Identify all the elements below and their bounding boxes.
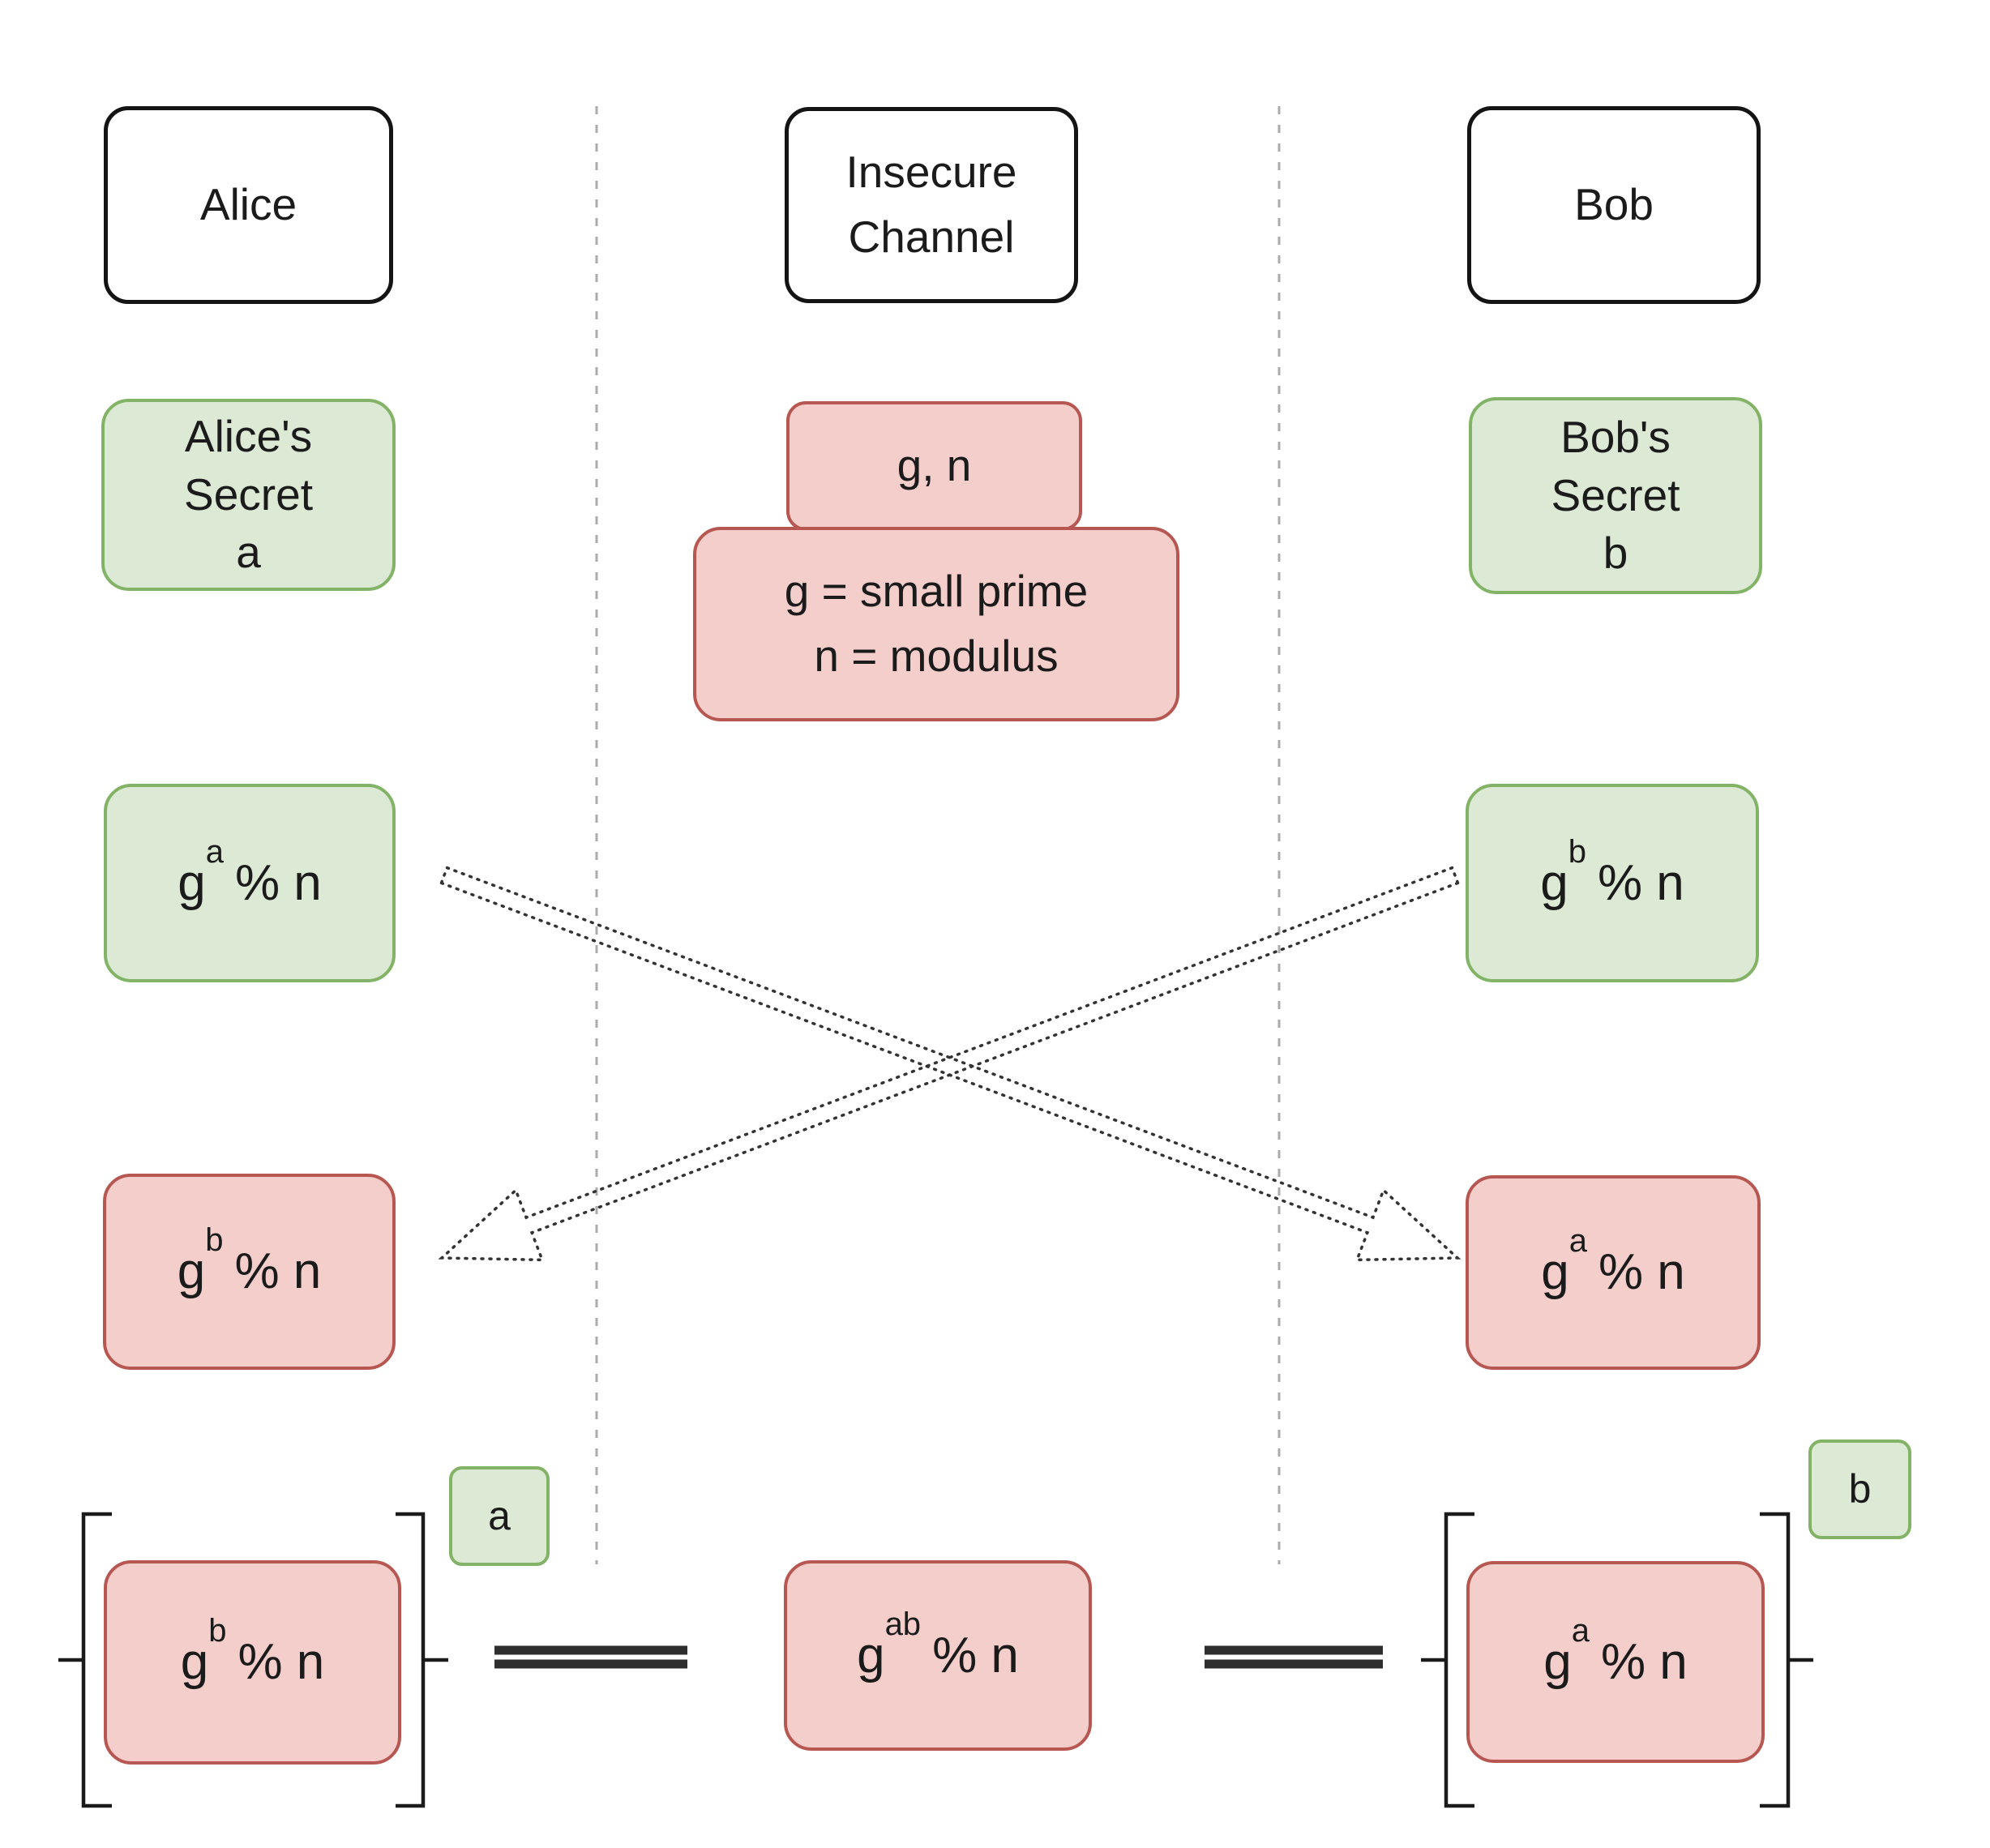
alice-result-formula: gb % n: [180, 1615, 325, 1690]
formula-exponent: a: [1568, 1223, 1587, 1260]
alice-public-formula: ga % n: [178, 836, 322, 911]
formula-rest: % n: [1598, 1244, 1685, 1300]
formula-exponent: a: [1571, 1612, 1590, 1649]
channel-public-params-box: g, n: [786, 401, 1082, 531]
alice-header-box: Alice: [104, 106, 393, 304]
channel-note-line2: n = modulus: [814, 631, 1059, 681]
alice-header-label: Alice: [199, 179, 297, 230]
formula-rest: % n: [234, 1243, 322, 1299]
exchange-arrow-alice-to-bob: [439, 866, 1461, 1262]
bob-header-label: Bob: [1574, 179, 1654, 230]
shared-secret-box: gab % n: [784, 1560, 1092, 1751]
bob-secret-line1: Bob's: [1560, 412, 1671, 463]
bob-public-formula: gb % n: [1540, 836, 1684, 911]
bob-result-box: ga % n: [1466, 1561, 1765, 1763]
bob-result-formula: ga % n: [1543, 1615, 1688, 1690]
formula-base: g: [1541, 1244, 1569, 1300]
equals-right-text: =: [0, 0, 1, 1]
formula-exponent: ab: [884, 1606, 922, 1642]
alice-received-value-box: gb % n: [103, 1174, 396, 1370]
formula-rest: % n: [238, 1634, 325, 1690]
bob-header-box: Bob: [1467, 106, 1761, 304]
channel-params-note-box: g = small prime n = modulus: [693, 527, 1179, 721]
bob-secret-line2: Secret: [1551, 469, 1680, 520]
formula-base: g: [1540, 854, 1568, 911]
alice-exponent-label: a: [488, 1493, 511, 1538]
bob-public-value-box: gb % n: [1466, 784, 1759, 982]
equals-left-text: =: [0, 0, 1, 1]
formula-rest: % n: [932, 1627, 1019, 1683]
bob-secret-line3: b: [1603, 528, 1628, 579]
formula-rest: % n: [1600, 1633, 1688, 1690]
alice-received-formula: gb % n: [178, 1224, 322, 1297]
formula-exponent: b: [205, 1222, 224, 1259]
alice-exponent-badge: a: [449, 1466, 550, 1566]
channel-note-line1: g = small prime: [784, 566, 1089, 617]
alice-secret-line3: a: [236, 527, 261, 578]
formula-exponent: a: [205, 833, 224, 870]
bob-exponent-badge: b: [1808, 1439, 1911, 1539]
formula-rest: % n: [1597, 854, 1684, 911]
formula-base: g: [1543, 1633, 1572, 1690]
alice-secret-line1: Alice's: [184, 411, 313, 462]
alice-result-box: gb % n: [104, 1560, 401, 1765]
formula-base: g: [178, 854, 206, 911]
channel-public-params-label: g, n: [897, 440, 972, 491]
channel-header-line1: Insecure: [845, 147, 1017, 198]
formula-exponent: b: [1568, 833, 1586, 870]
shared-secret-formula: gab % n: [857, 1608, 1019, 1683]
bob-received-value-box: ga % n: [1466, 1175, 1761, 1370]
alice-secret-box: Alice's Secret a: [101, 399, 396, 591]
bob-exponent-label: b: [1848, 1466, 1872, 1512]
alice-public-value-box: ga % n: [104, 784, 396, 982]
insecure-channel-header-box: Insecure Channel: [785, 107, 1078, 303]
bob-secret-box: Bob's Secret b: [1469, 397, 1762, 594]
channel-header-line2: Channel: [848, 212, 1015, 262]
formula-base: g: [180, 1634, 209, 1690]
exchange-arrow-bob-to-alice: [438, 866, 1460, 1262]
formula-exponent: b: [208, 1613, 227, 1649]
formula-base: g: [177, 1243, 206, 1299]
formula-rest: % n: [234, 854, 322, 911]
alice-secret-line2: Secret: [184, 468, 313, 520]
bob-received-formula: ga % n: [1541, 1225, 1685, 1300]
equals-sign-right: [1205, 1645, 1383, 1669]
equals-sign-left: [494, 1645, 687, 1669]
formula-base: g: [857, 1627, 885, 1683]
